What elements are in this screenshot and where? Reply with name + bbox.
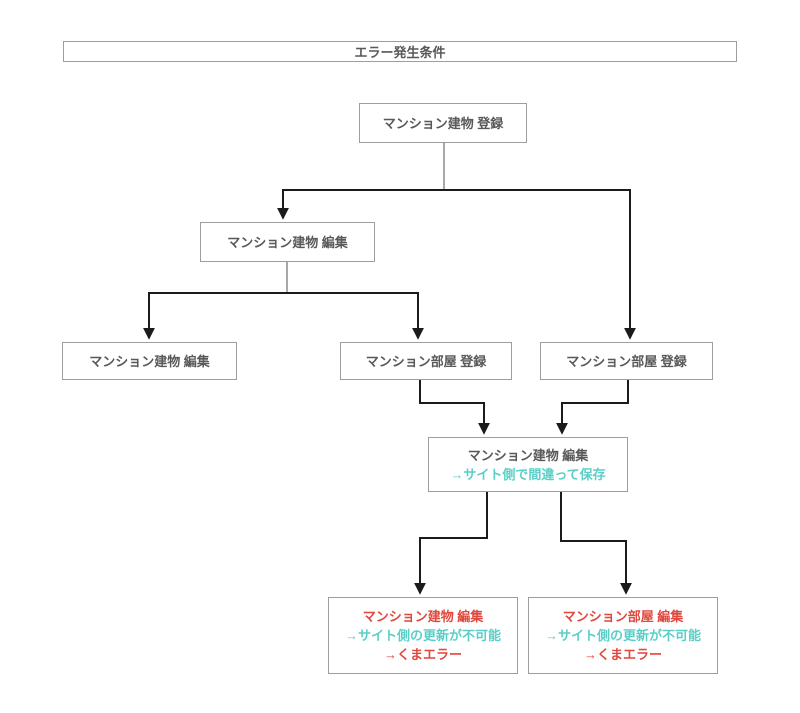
node-building-edit-error-line1: マンション建物 編集	[362, 609, 484, 624]
node-building-edit-error: マンション建物 編集 →サイト側の更新が不可能 →くまエラー	[328, 597, 518, 674]
node-room-edit-error-line3: →くまエラー	[583, 647, 662, 662]
connector-mistake-to-room-error	[560, 492, 632, 595]
diagram-title-label: エラー発生条件	[354, 45, 446, 60]
node-building-edit-level3: マンション建物 編集	[62, 342, 237, 380]
diagram-title: エラー発生条件	[63, 41, 737, 62]
node-building-edit-mistake: マンション建物 編集 →サイト側で間違って保存	[428, 437, 628, 492]
node-building-edit-level2: マンション建物 編集	[200, 222, 375, 262]
connector-room-right-to-mistake	[556, 380, 629, 435]
node-room-register-right: マンション部屋 登録	[540, 342, 713, 380]
node-building-edit-error-line3: →くまエラー	[383, 647, 462, 662]
node-building-edit-mistake-line2: →サイト側で間違って保存	[450, 466, 606, 482]
node-building-edit-level2-label: マンション建物 編集	[227, 234, 348, 250]
node-building-edit-error-line2: →サイト側の更新が不可能	[344, 628, 501, 643]
node-room-edit-error-line2: →サイト側の更新が不可能	[544, 628, 701, 643]
node-room-edit-error-line1: マンション部屋 編集	[562, 609, 684, 624]
node-room-register-middle-label: マンション部屋 登録	[365, 353, 487, 369]
connector-edit-to-room-mid	[287, 292, 424, 340]
node-room-register-right-label: マンション部屋 登録	[566, 353, 687, 369]
connector-register-to-room-right	[444, 189, 636, 340]
node-building-edit-mistake-line1: マンション建物 編集	[467, 447, 589, 463]
node-room-register-middle: マンション部屋 登録	[340, 342, 512, 380]
node-room-edit-error: マンション部屋 編集 →サイト側の更新が不可能 →くまエラー	[528, 597, 718, 674]
connector-mistake-to-building-error	[414, 492, 488, 595]
node-building-edit-level3-label: マンション建物 編集	[89, 353, 210, 369]
node-building-register-label: マンション建物 登録	[382, 115, 504, 131]
connector-room-mid-to-mistake	[419, 380, 490, 435]
connector-edit-to-edit-l3	[143, 292, 287, 340]
connector-register-to-edit	[277, 189, 444, 220]
node-building-register: マンション建物 登録	[359, 103, 527, 143]
